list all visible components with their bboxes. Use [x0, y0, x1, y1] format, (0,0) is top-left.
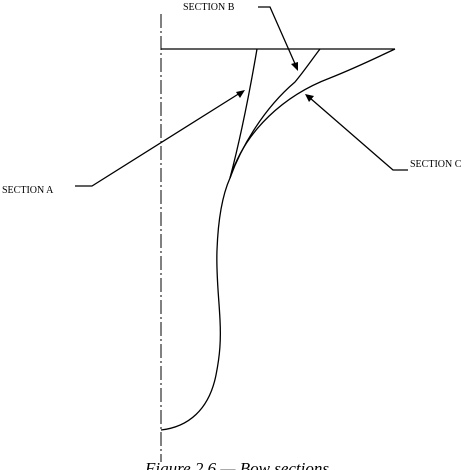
section-a-curve [160, 48, 258, 431]
section-c-label: SECTION C [410, 159, 462, 170]
section-b-label: SECTION B [183, 2, 235, 13]
section-a-arrowhead [236, 90, 245, 98]
section-c-curve [229, 48, 396, 179]
section-a-label: SECTION A [2, 185, 54, 196]
section-c-arrowhead [305, 94, 314, 102]
section-a-leader [75, 92, 241, 187]
figure-caption: Figure 2.6 — Bow sections [144, 459, 329, 470]
section-b-arrowhead [291, 62, 298, 71]
section-b-leader [258, 6, 297, 67]
section-b-curve [229, 48, 321, 179]
section-c-leader [309, 97, 408, 171]
